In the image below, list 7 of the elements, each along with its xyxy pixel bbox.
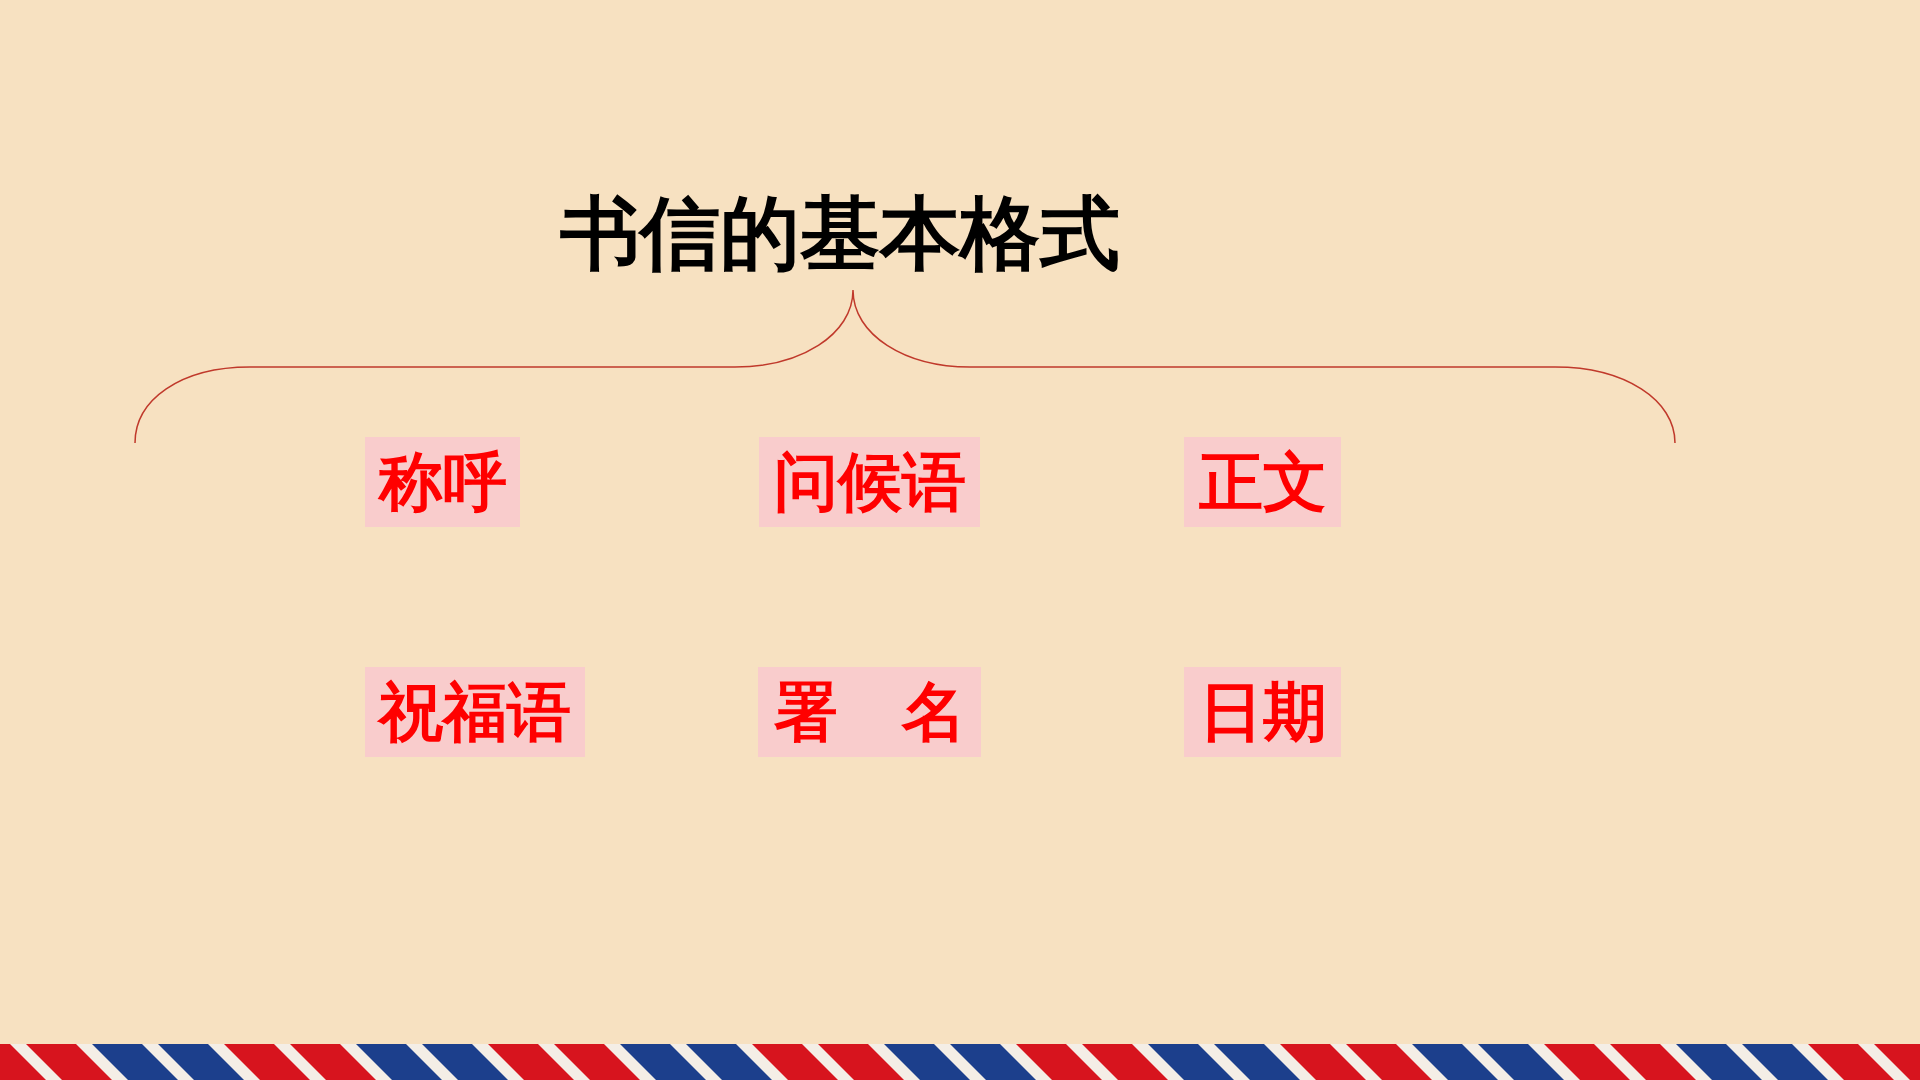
- title: 书信的基本格式: [560, 190, 1120, 278]
- label-box: 正文: [1184, 437, 1341, 527]
- label-box: 称呼: [365, 437, 520, 527]
- label-box: 问候语: [759, 437, 980, 527]
- label-box: 署 名: [758, 667, 981, 757]
- label-box: 祝福语: [365, 667, 585, 757]
- label-box: 日期: [1184, 667, 1341, 757]
